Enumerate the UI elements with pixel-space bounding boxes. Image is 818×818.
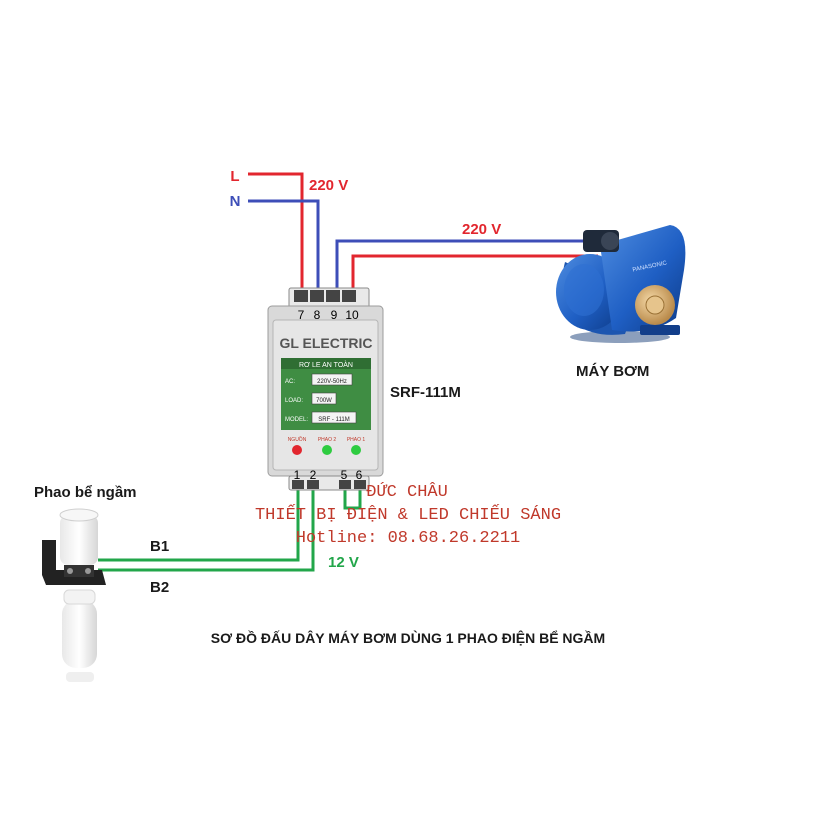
terminal-1: 1 [294, 468, 301, 482]
bridge-5-6 [343, 486, 362, 510]
pump-name: MÁY BƠM [576, 363, 649, 380]
mains-voltage-label: 220 V [309, 177, 348, 194]
float-switch-icon [42, 508, 106, 682]
b1-wire [98, 486, 300, 562]
led-label: PHAO 1 [347, 437, 366, 443]
relay-value-box [311, 392, 337, 405]
pump-live-wire [351, 254, 598, 296]
terminal-8: 8 [314, 308, 321, 322]
diagram-caption: SƠ ĐỒ ĐẤU DÂY MÁY BƠM DÙNG 1 PHAO ĐIỆN B… [211, 629, 605, 646]
relay-value-box [311, 411, 357, 424]
pump-voltage-label: 220 V [462, 221, 501, 238]
relay-row-value: 700W [316, 398, 332, 404]
terminal-2: 2 [310, 468, 317, 482]
signal-voltage-label: 12 V [328, 554, 359, 571]
relay-row-value: 220V-50Hz [317, 379, 347, 385]
b2-wire [98, 486, 315, 572]
mains-wires [248, 172, 320, 296]
relay-value-box [311, 373, 353, 386]
pump-wires [335, 239, 598, 296]
terminal-6: 6 [356, 468, 363, 482]
mains-line-label: L [230, 168, 239, 185]
relay-row-value: SRF - 111M [318, 417, 349, 423]
terminal-9: 9 [331, 308, 338, 322]
float-b1-label: B1 [150, 538, 169, 555]
relay-row-key: AC: [285, 379, 295, 385]
float-body [62, 600, 97, 668]
watermark-line-3: Hotline: 08.68.26.2211 [296, 529, 520, 548]
relay-row-key: LOAD: [285, 398, 303, 404]
led-float-1 [351, 445, 361, 455]
relay-panel-title: RƠ LE AN TOÀN [299, 360, 353, 369]
float-b2-label: B2 [150, 579, 169, 596]
led-float-2 [322, 445, 332, 455]
pump-neutral-wire [335, 239, 598, 296]
line-wire [248, 172, 304, 296]
mains-neutral-label: N [230, 193, 241, 210]
relay-model-label: SRF-111M [390, 384, 461, 401]
terminal-7: 7 [298, 308, 305, 322]
terminal-5: 5 [341, 468, 348, 482]
relay: GL ELECTRIC RƠ LE AN TOÀN AC: 220V-50Hz … [267, 287, 384, 491]
float-name: Phao bể ngầm [34, 484, 137, 501]
relay-brand: GL ELECTRIC [279, 335, 372, 351]
watermark-line-1: ĐỨC CHÂU [366, 482, 448, 502]
pump-icon: PANASONIC [556, 225, 686, 343]
relay-row-key: MODEL: [285, 417, 308, 423]
float-wires [98, 486, 362, 572]
neutral-wire [248, 199, 320, 296]
watermark-line-2: THIẾT BỊ ĐIỆN & LED CHIẾU SÁNG [255, 504, 561, 525]
led-label: NGUỒN [288, 436, 307, 443]
led-power [292, 445, 302, 455]
led-label: PHAO 2 [318, 437, 337, 443]
terminal-10: 10 [345, 308, 359, 322]
